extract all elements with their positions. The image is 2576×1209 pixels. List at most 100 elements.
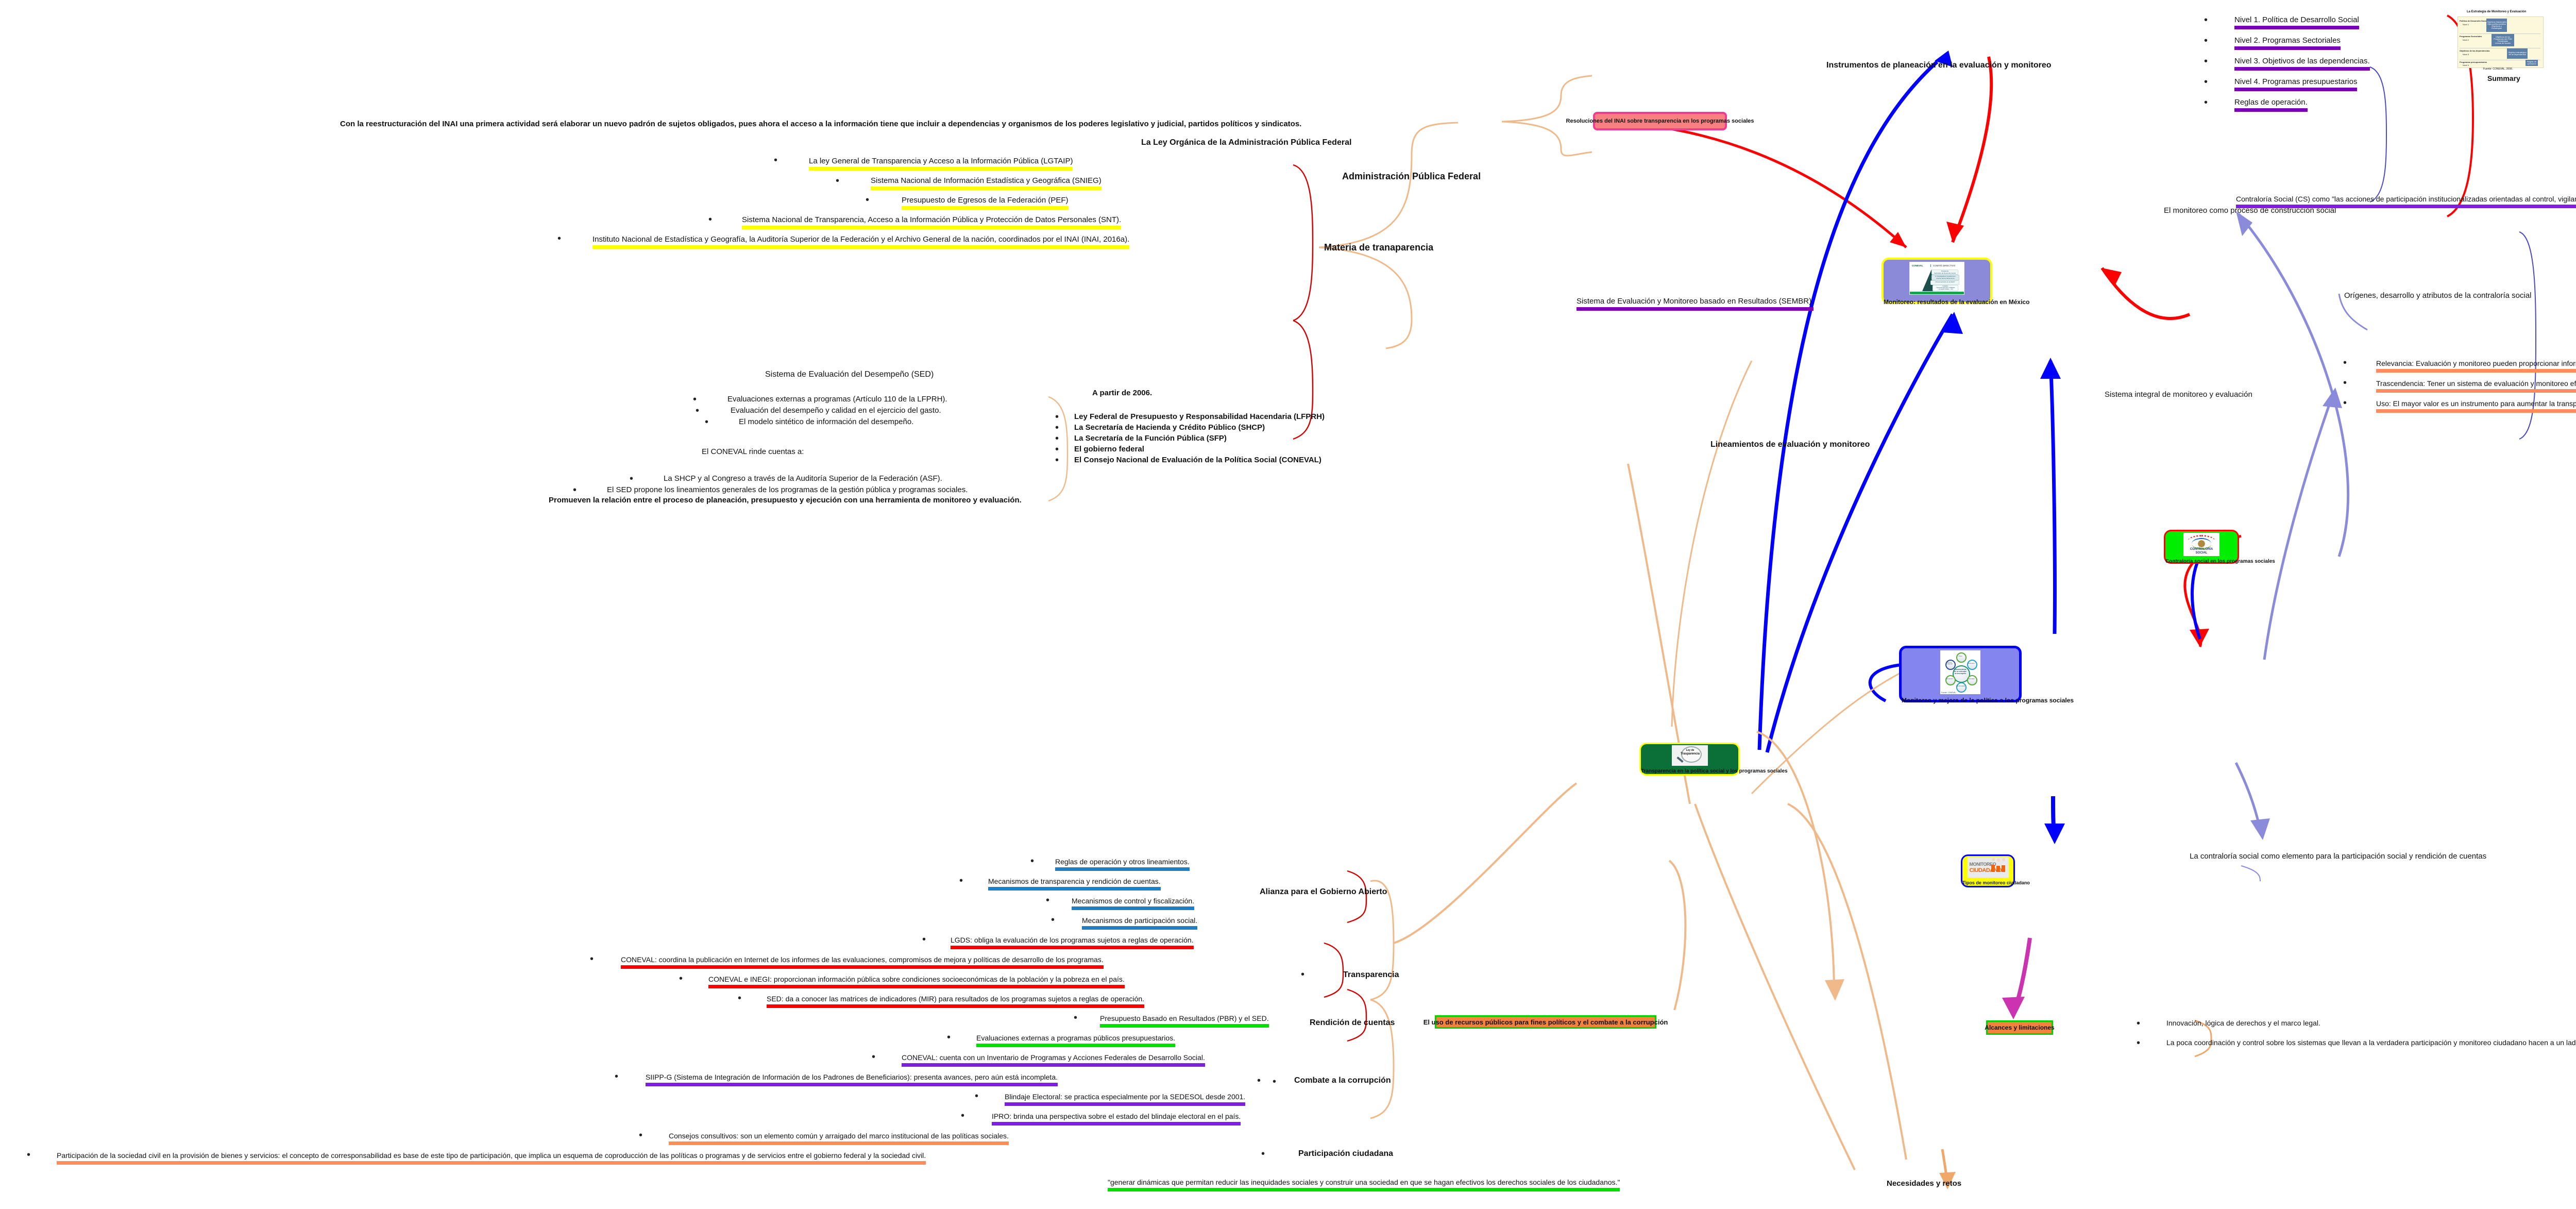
a-partir-item-1: La Secretaría de Hacienda y Crédito Públ… <box>1074 423 1265 432</box>
alcances-node[interactable]: Alcances y limitaciones <box>1985 1020 2055 1035</box>
bullet-icon: • <box>2343 357 2347 368</box>
contraloria-social-node[interactable]: CONTRALORÍA SOCIAL Contraloría social en… <box>2164 530 2275 564</box>
lineamientos-label: Lineamientos de evaluación y monitoreo <box>1710 440 1870 449</box>
combate-item-2: Blindaje Electoral: se practica especial… <box>1005 1093 1246 1106</box>
alianza-item-3: Mecanismos de participación social. <box>1082 916 1198 930</box>
bullet-icon: • <box>959 875 963 886</box>
alcances-item-0: Innovación, lógica de derechos y el marc… <box>2166 1019 2320 1027</box>
bullet-icon: • <box>1055 422 1059 433</box>
coneval-comite-header: COMITÉ DIRECTIVO <box>1930 264 1955 267</box>
bullet-icon: • <box>693 394 697 405</box>
summary-diagram-title: La Estrategia de Monitoreo y Evaluación <box>2467 10 2527 13</box>
indicador-label-3: Monitoreable <box>1956 685 1965 687</box>
sistema-integral-label: Sistema integral de monitoreo y evaluaci… <box>2105 390 2252 399</box>
coneval-row-2: 1 Representante de la SHCP <box>1930 280 1959 285</box>
coneval-rinde-item-1: El SED propone los lineamientos generale… <box>607 485 968 494</box>
indicador-node-claro <box>1956 652 1967 663</box>
materia-item-3: Sistema Nacional de Transparencia, Acces… <box>742 215 1122 230</box>
transparencia-item-0: LGDS: obliga la evaluación de los progra… <box>951 936 1194 950</box>
central-monitoreo-label: Monitoreo: resultados de la evaluación e… <box>1884 298 2030 306</box>
summary-level-sub-1: Nivel 2 <box>2463 39 2469 41</box>
bullet-icon: • <box>1261 1148 1265 1160</box>
indicador-node-monitoreable <box>1956 682 1967 693</box>
bullet-icon: • <box>922 934 926 945</box>
bullet-icon: • <box>705 416 709 428</box>
summary-level-sub-2: Nivel 3 <box>2463 53 2469 56</box>
contraloria-social-logo: CONTRALORÍA SOCIAL <box>2183 533 2219 556</box>
nivel-item-0: Nivel 1. Política de Desarrollo Social <box>2234 15 2359 30</box>
nivel-item-3: Nivel 4. Programas presupuestarios <box>2234 77 2358 92</box>
monitoreo-ciudadano-logo: MONITOREO CIUDADANO <box>1967 857 2009 878</box>
ley-organica-label: La Ley Orgánica de la Administración Púb… <box>1141 138 1352 147</box>
bullet-icon: • <box>836 175 840 187</box>
necesidades-item: "generar dinámicas que permitan reducir … <box>1108 1178 1620 1192</box>
indicador-label-1: Relevante <box>1968 662 1975 664</box>
indicador-label-4: Económico <box>1945 678 1954 680</box>
monitoreo-logo-line1: MONITOREO <box>1969 862 1996 867</box>
bullet-icon: • <box>774 155 778 166</box>
nivel-item-2: Nivel 3. Objetivos de las dependencias. <box>2234 57 2370 71</box>
materia-item-1: Sistema Nacional de Información Estadíst… <box>871 176 1101 191</box>
coneval-row-3: Invitados:- Secretario Ejecutivo CONEVAL… <box>1933 285 1958 291</box>
bullet-icon: • <box>1074 1012 1078 1023</box>
alianza-item-2: Mecanismos de control y fiscalización. <box>1072 897 1195 911</box>
resoluciones-inai-label: Resoluciones del INAI sobre transparenci… <box>1566 118 1754 124</box>
sed-item-1: Evaluación del desempeño y calidad en el… <box>731 406 941 415</box>
indicador-label-0: Claro <box>1958 655 1962 657</box>
indicador-label-2: Adecuado <box>1968 678 1975 680</box>
transparencia-group-label: Transparencia <box>1343 970 1399 979</box>
bullet-icon: • <box>975 1090 979 1102</box>
bullet-icon: • <box>1273 1076 1277 1087</box>
summary-level-label-0: Política de Desarrollo Social <box>2460 20 2487 22</box>
combate-label: Combate a la corrupción <box>1294 1076 1391 1085</box>
a-partir-2006-label: A partir de 2006. <box>1092 389 1153 397</box>
contraloria-logo-line2: SOCIAL <box>2195 551 2208 555</box>
contraloria-social-label: Contraloría social en los programas soci… <box>2165 559 2275 564</box>
monitoreo-ciudadano-label: Tipos de monitoreo ciudadano <box>1962 880 2030 885</box>
sembr-label: Sistema de Evaluación y Monitoreo basado… <box>1577 297 1814 311</box>
summary-level-label-1: Programas Sectoriales <box>2460 35 2482 38</box>
materia-transparencia-label: Materia de tranaparencia <box>1324 242 1434 253</box>
bullet-icon: • <box>2343 397 2347 409</box>
summary-level-sub-3: Nivel 4 <box>2463 64 2469 66</box>
origenes-label: Orígenes, desarrollo y atributos de la c… <box>2344 291 2532 300</box>
nivel-item-1: Nivel 2. Programas Sectoriales <box>2234 36 2341 51</box>
sed-item-2: El modelo sintético de información del d… <box>739 417 914 426</box>
uso-recursos-node[interactable]: El uso de recursos públicos para fines p… <box>1423 1015 1668 1029</box>
combate-item-0: CONEVAL: cuenta con un Inventario de Pro… <box>902 1053 1205 1067</box>
materia-item-0: La ley General de Transparencia y Acceso… <box>809 157 1073 171</box>
people-icon <box>1991 861 2006 872</box>
rendicion-item-0: Presupuesto Basado en Resultados (PBR) y… <box>1100 1014 1269 1028</box>
magnifier-icon <box>1681 746 1702 763</box>
transparencia-logo-line2: Trasparencia <box>1680 752 1700 755</box>
bullet-icon: • <box>573 484 577 496</box>
materia-item-2: Presupuesto de Egresos de la Federación … <box>902 196 1069 210</box>
summary-diagram: La Estrategia de Monitoreo y Evaluación … <box>2458 10 2555 88</box>
bullet-icon: • <box>679 973 683 984</box>
bullet-icon: • <box>866 194 870 206</box>
uso-recursos-label: El uso de recursos públicos para fines p… <box>1423 1018 1668 1026</box>
indicador-node-economico <box>1945 675 1956 685</box>
bullet-icon: • <box>1046 895 1050 906</box>
bullet-icon: • <box>1257 1075 1261 1086</box>
monitoreo-ciudadano-node[interactable]: MONITOREO CIUDADANO Tipos de monitoreo c… <box>1961 854 2030 887</box>
indicador-center-label: Características de un indicador de desem… <box>1954 668 1967 675</box>
summary-level-box-3: Reglas de operación <box>2526 60 2538 66</box>
necesidades-label: Necesidades y retos <box>1887 1179 1962 1188</box>
nivel-item-4: Reglas de operación. <box>2234 98 2308 112</box>
instrumentos-label: Instrumentos de planeación en la evaluac… <box>1826 61 2052 70</box>
participacion-item-1: Participación de la sociedad civil en la… <box>57 1151 926 1165</box>
central-politica-node[interactable]: Características de un indicador de desem… <box>1899 646 2074 704</box>
transparencia-logo-line1: Ley de <box>1686 749 1694 752</box>
bullet-icon: • <box>590 953 594 965</box>
bullet-icon: • <box>738 993 742 1004</box>
transparencia-node[interactable]: Ley de Trasparencia Transparencia en la … <box>1639 743 1788 776</box>
bullet-icon: • <box>1051 914 1055 926</box>
bullet-icon: • <box>630 473 634 484</box>
bullet-icon: • <box>2137 1018 2141 1029</box>
resoluciones-inai-node[interactable]: Resoluciones del INAI sobre transparenci… <box>1566 112 1754 130</box>
